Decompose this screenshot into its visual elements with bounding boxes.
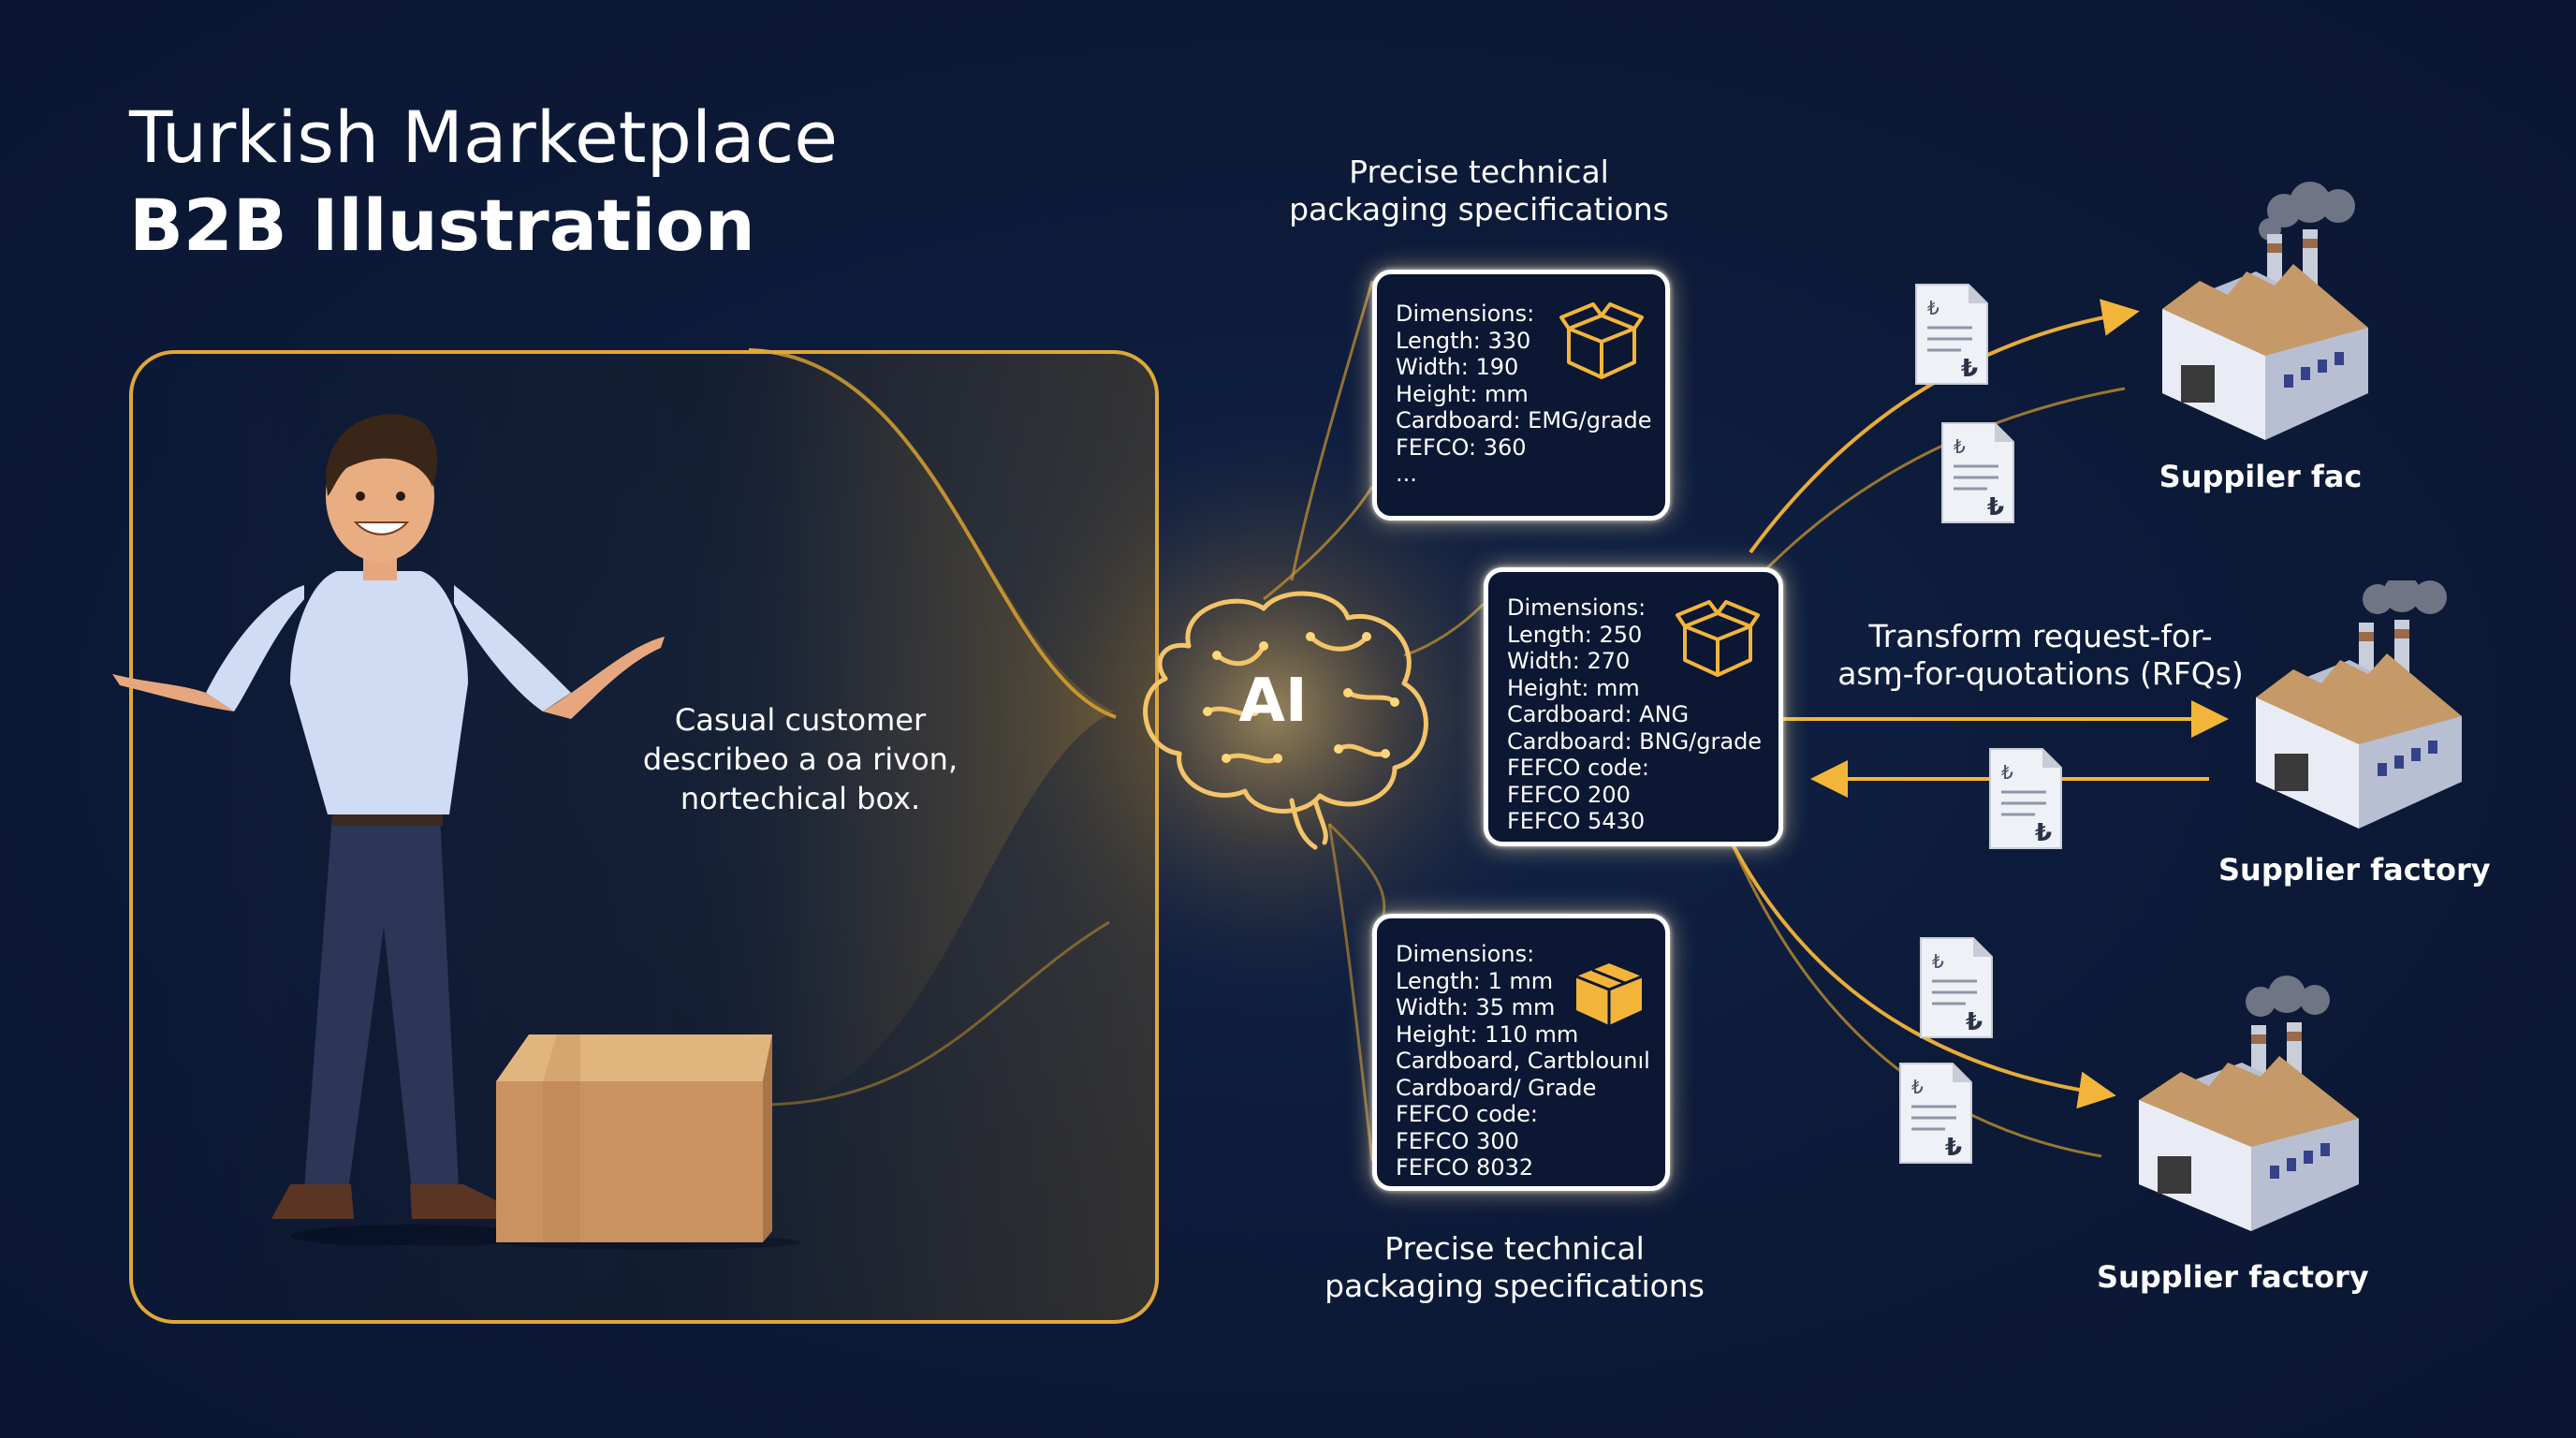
ai-label: AI [1238, 667, 1307, 736]
rfq-label-line-2: asɱ-for-quotations (RFQs) [1837, 655, 2244, 692]
funnel-shape [768, 356, 1114, 1105]
spec-card-2-line: Cardboard: BNG/grade [1507, 727, 1763, 755]
spec-card-1-line: Height: mm [1396, 380, 1529, 407]
spec-card-3-line: Width: 35 mm [1396, 994, 1556, 1020]
cardboard-box [496, 1034, 800, 1250]
factory-label-3: Supplier factory [2097, 1259, 2369, 1295]
doc-symbol: ₺ [1954, 435, 1966, 458]
factory-label-2: Supplier factory [2218, 852, 2491, 888]
rfq-label-line-1: Transform request-for- [1868, 618, 2213, 654]
spec-card-2-line: FEFCO 200 [1507, 781, 1631, 808]
ai-brain-icon: AI [1143, 591, 1428, 850]
funnel-line-top [748, 348, 1117, 719]
funnel-line-bottom [767, 920, 1110, 1107]
spec-label-bottom-line-1: Precise technical [1384, 1230, 1645, 1267]
title-line-2: B2B Illustration [129, 183, 755, 267]
doc-symbol: ₺ [1961, 355, 1978, 383]
page-title: Turkish Marketplace B2B Illustration [129, 94, 838, 270]
spec-card-2-line: FEFCO 5430 [1507, 808, 1646, 834]
spec-card-1-line: Dimensions: [1396, 301, 1535, 327]
spec-card-3-line: Dimensions: [1396, 941, 1535, 967]
person-illustration [112, 414, 665, 1245]
document-lira-icon: ₺ ₺ [1989, 748, 2062, 849]
spec-label-top-line-2: packaging specifications [1289, 191, 1669, 227]
smoke-icon [2246, 976, 2330, 1017]
spec-label-top: Precise technical packaging specificatio… [1217, 154, 1741, 228]
box-outline-icon [1559, 302, 1644, 379]
box-outline-icon [1676, 600, 1760, 677]
box-outline-icon [1575, 963, 1643, 1025]
link-brain-card1b [1263, 486, 1374, 601]
doc-symbol: ₺ [2035, 819, 2052, 847]
spec-card-3-line: Height: 110 mm [1396, 1020, 1579, 1048]
spec-card-2-line: Length: 250 [1507, 621, 1643, 648]
spec-card-1-line: Width: 190 [1396, 354, 1519, 380]
link-brain-card1 [1290, 280, 1374, 581]
customer-caption: Casual customer describeo a oa rivon, no… [618, 700, 983, 818]
spec-card-2-line: Width: 270 [1507, 648, 1631, 674]
factory-icon [2162, 182, 2368, 440]
customer-caption-line-1: Casual customer [674, 702, 927, 738]
factory-icon [2139, 976, 2359, 1231]
document-lira-icon: ₺ ₺ [1899, 1063, 1972, 1164]
doc-symbol: ₺ [1911, 1076, 1924, 1098]
spec-card-3-line: Length: 1 mm [1396, 967, 1554, 994]
spec-card-3-line: Cardboard/ Grade [1396, 1074, 1597, 1101]
spec-card-1: Dimensions: Length: 330 Width: 190 Heigh… [1372, 270, 1670, 521]
spec-card-3-line: FEFCO 8032 [1396, 1154, 1534, 1181]
spec-card-1-line: ... [1396, 461, 1417, 487]
document-lira-icon: ₺ ₺ [1915, 284, 1988, 385]
spec-label-bottom-line-2: packaging specifications [1325, 1268, 1705, 1304]
doc-symbol: ₺ [1945, 1134, 1962, 1162]
spec-label-bottom: Precise technical packaging specificatio… [1252, 1230, 1777, 1305]
spec-card-2-line: Cardboard: ANG [1507, 701, 1690, 727]
doc-symbol: ₺ [1987, 493, 2004, 521]
link-brain-card2 [1403, 602, 1486, 657]
arrow-to-factory-1 [1749, 299, 2140, 554]
document-lira-icon: ₺ ₺ [1941, 422, 2014, 523]
spec-card-2-line: Height: mm [1507, 674, 1640, 701]
doc-symbol: ₺ [1932, 950, 1944, 973]
doc-symbol: ₺ [2001, 761, 2013, 784]
spec-label-top-line-1: Precise technical [1349, 154, 1609, 190]
link-brain-card3b [1327, 823, 1374, 1162]
spec-card-2-line: FEFCO code: [1507, 755, 1650, 781]
spec-card-1-line: Cardboard: EMG/grade [1396, 407, 1652, 433]
spec-card-3: Dimensions: Length: 1 mm Width: 35 mm He… [1372, 914, 1670, 1191]
spec-card-2-line: Dimensions: [1507, 594, 1647, 621]
spec-card-3-line: FEFCO code: [1396, 1101, 1539, 1127]
factory-icon [2256, 580, 2462, 829]
title-line-1: Turkish Marketplace [129, 95, 839, 179]
spec-card-3-line: FEFCO 300 [1396, 1127, 1519, 1154]
spec-card-1-line: FEFCO: 360 [1396, 433, 1527, 461]
ai-glow [964, 403, 1582, 1020]
document-lira-icon: ₺ ₺ [1920, 937, 1993, 1038]
factory-label-1: Suppiler fac [2159, 459, 2363, 494]
customer-caption-line-3: nortechical box. [680, 781, 921, 816]
arrow-to-factory-3 [1730, 842, 2116, 1109]
smoke-icon [2363, 580, 2447, 614]
customer-caption-line-2: describeo a oa rivon, [642, 741, 959, 777]
spec-card-3-line: Cardboard, Cartblounıl [1396, 1048, 1650, 1074]
rfq-label: Transform request-for- asɱ-for-quotation… [1807, 618, 2275, 693]
arrow-to-factory-1b [1753, 387, 2126, 582]
spec-card-1-line: Length: 330 [1396, 327, 1531, 354]
doc-symbol: ₺ [1966, 1008, 1983, 1036]
doc-symbol: ₺ [1927, 297, 1939, 319]
spec-card-2: Dimensions: Length: 250 Width: 270 Heigh… [1484, 567, 1783, 846]
